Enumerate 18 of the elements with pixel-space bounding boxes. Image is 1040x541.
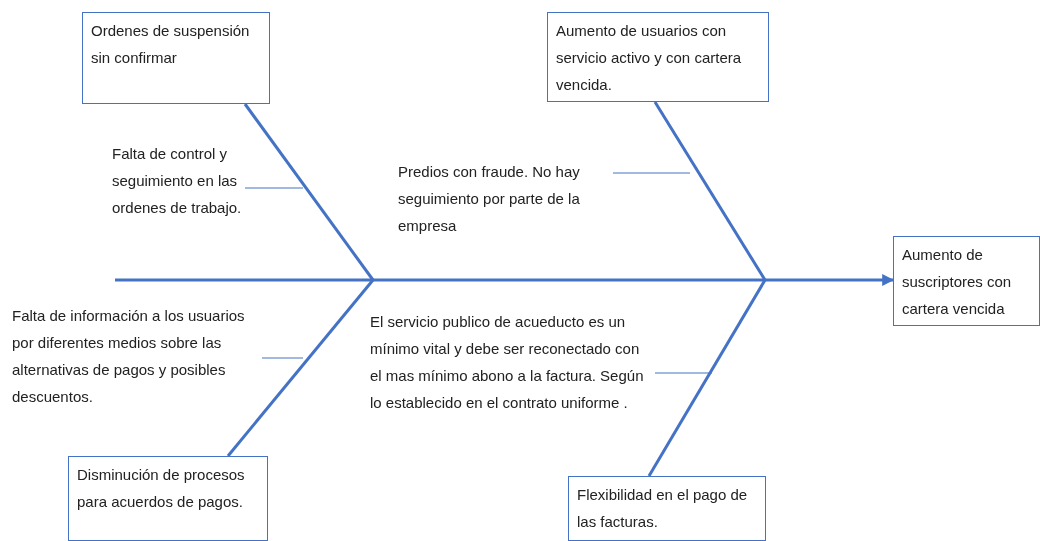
cause-box: Aumento de usuarios con servicio activo y con cartera vencida. <box>547 12 769 102</box>
rib-line <box>244 187 304 189</box>
bone-line <box>647 279 767 477</box>
rib-line <box>654 372 713 374</box>
cause-box: Ordenes de suspensión sin confirmar <box>82 12 270 104</box>
sub-cause-text: Predios con fraude. No hay seguimiento por parte de la empresa <box>398 158 613 239</box>
cause-box: Flexibilidad en el pago de las facturas. <box>568 476 766 541</box>
sub-cause-text: Falta de información a los usuarios por diferentes medios sobre las alternativas de pagos y posibles descuentos. <box>12 302 262 410</box>
rib-line <box>261 357 304 359</box>
effect-box: Aumento de suscriptores con cartera vencida <box>893 236 1040 326</box>
rib-line <box>612 172 691 174</box>
spine-arrow <box>115 274 895 286</box>
bone-line <box>226 279 375 457</box>
bone-line <box>243 103 375 281</box>
sub-cause-text: Falta de control y seguimiento en las ordenes de trabajo. <box>112 140 245 221</box>
sub-cause-text: El servicio publico de acueducto es un mínimo vital y debe ser reconectado con el mas mínimo abono a la factura. Según lo establecido en el contrato uniforme . <box>370 308 655 416</box>
bone-line <box>653 101 767 281</box>
cause-box: Disminución de procesos para acuerdos de pagos. <box>68 456 268 541</box>
